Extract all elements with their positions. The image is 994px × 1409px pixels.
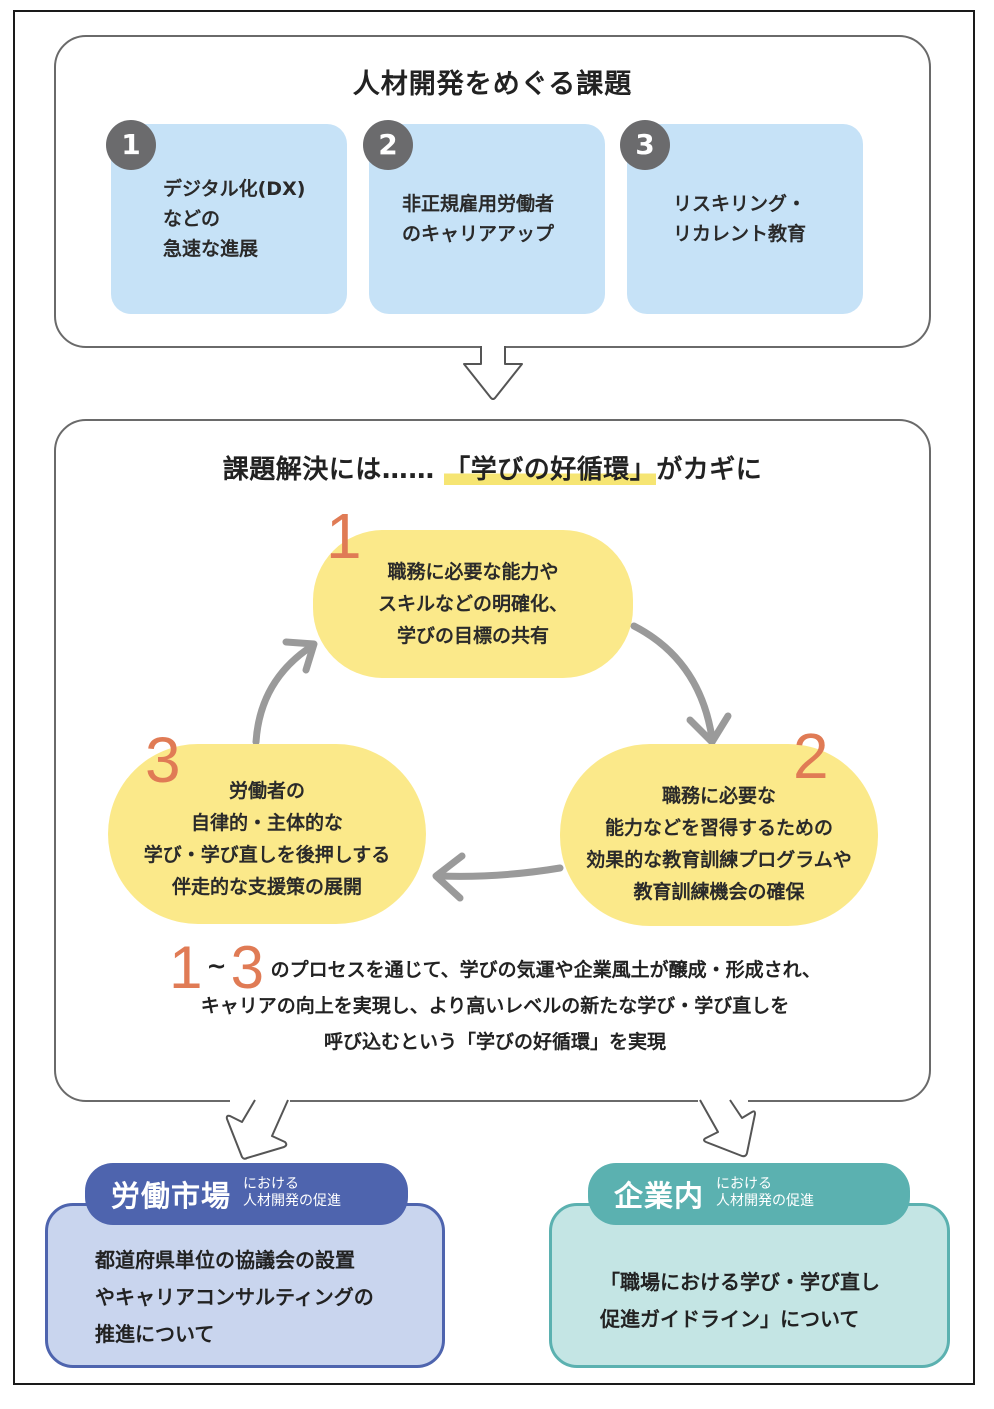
issue-number-badge: 2 (363, 120, 413, 170)
step-number-2: 2 (793, 720, 829, 792)
summary-range-start: 1 (169, 934, 203, 1001)
issue-number-badge: 3 (620, 120, 670, 170)
tab-main-label: 労働市場 (111, 1179, 232, 1213)
diagonal-arrow-right-icon (698, 1090, 756, 1158)
issue-text: リスキリング・ リカレント教育 (673, 193, 807, 245)
issue-text: デジタル化(DX) などの 急速な進展 (163, 178, 306, 260)
down-arrow-icon (463, 340, 523, 400)
cycle-step-1: 職務に必要な能力や スキルなどの明確化、 学びの目標の共有 (313, 530, 633, 678)
cycle-step-2: 職務に必要な 能力などを習得するための 効果的な教育訓練プログラムや 教育訓練機… (560, 744, 878, 926)
labor-market-tab: 労働市場 における 人材開発の促進 (85, 1163, 408, 1225)
cycle-step-3: 労働者の 自律的・主体的な 学び・学び直しを後押しする 伴走的な支援策の展開 (108, 744, 426, 924)
step-text: 労働者の 自律的・主体的な 学び・学び直しを後押しする 伴走的な支援策の展開 (143, 780, 391, 898)
in-company-tab: 企業内 における 人材開発の促進 (588, 1163, 910, 1225)
outer-frame (13, 10, 975, 1385)
tab-sub-label: における 人材開発の促進 (243, 1176, 342, 1209)
step-number-3: 3 (145, 724, 181, 796)
solution-title-suffix: がカギに (656, 455, 763, 485)
solution-title-highlight: 「学びの好循環」 (444, 455, 657, 485)
summary-line-3: 呼び込むという「学びの好循環」を実現 (323, 1031, 666, 1053)
issue-number-badge: 1 (106, 120, 156, 170)
issues-title: 人材開発をめぐる課題 (352, 69, 633, 100)
summary-line-1-text: のプロセスを通じて、学びの気運や企業風土が醸成・形成され、 (270, 959, 821, 981)
summary-line-1: 1~3 のプロセスを通じて、学びの気運や企業風土が醸成・形成され、 (100, 938, 890, 998)
step-text: 職務に必要な 能力などを習得するための 効果的な教育訓練プログラムや 教育訓練機… (586, 785, 852, 903)
step-number-1: 1 (326, 500, 362, 572)
summary-text: 1~3 のプロセスを通じて、学びの気運や企業風土が醸成・形成され、 キャリアの向… (100, 938, 890, 1060)
solution-title: 課題解決には…… 「学びの好循環」がカギに (54, 449, 931, 486)
cycle-arrow-icon (436, 864, 564, 880)
issue-text: 非正規雇用労働者 のキャリアアップ (402, 193, 555, 245)
in-company-text: 「職場における学び・学び直し 促進ガイドライン」について (600, 1270, 880, 1331)
cycle-arrow-head-icon (432, 852, 466, 902)
cycle-arrow-head-icon (282, 638, 318, 674)
cycle-arrow-icon (630, 622, 716, 742)
labor-market-box: 都道府県単位の協議会の設置 やキャリアコンサルティングの 推進について (45, 1203, 445, 1368)
tab-main-label: 企業内 (614, 1179, 705, 1213)
tab-sub-label: における 人材開発の促進 (716, 1176, 815, 1209)
summary-range-end: 3 (230, 934, 264, 1001)
summary-range-sep: ~ (206, 952, 227, 980)
cycle-arrow-icon (252, 642, 316, 746)
labor-market-text: 都道府県単位の協議会の設置 やキャリアコンサルティングの 推進について (95, 1248, 374, 1346)
summary-line-2: キャリアの向上を実現し、より高いレベルの新たな学び・学び直しを (200, 995, 790, 1017)
diagonal-arrow-left-icon (225, 1090, 290, 1160)
in-company-box: 「職場における学び・学び直し 促進ガイドライン」について (549, 1203, 950, 1368)
step-text: 職務に必要な能力や スキルなどの明確化、 学びの目標の共有 (377, 561, 568, 647)
solution-title-prefix: 課題解決には…… (222, 455, 435, 485)
cycle-arrow-head-icon (686, 712, 732, 746)
